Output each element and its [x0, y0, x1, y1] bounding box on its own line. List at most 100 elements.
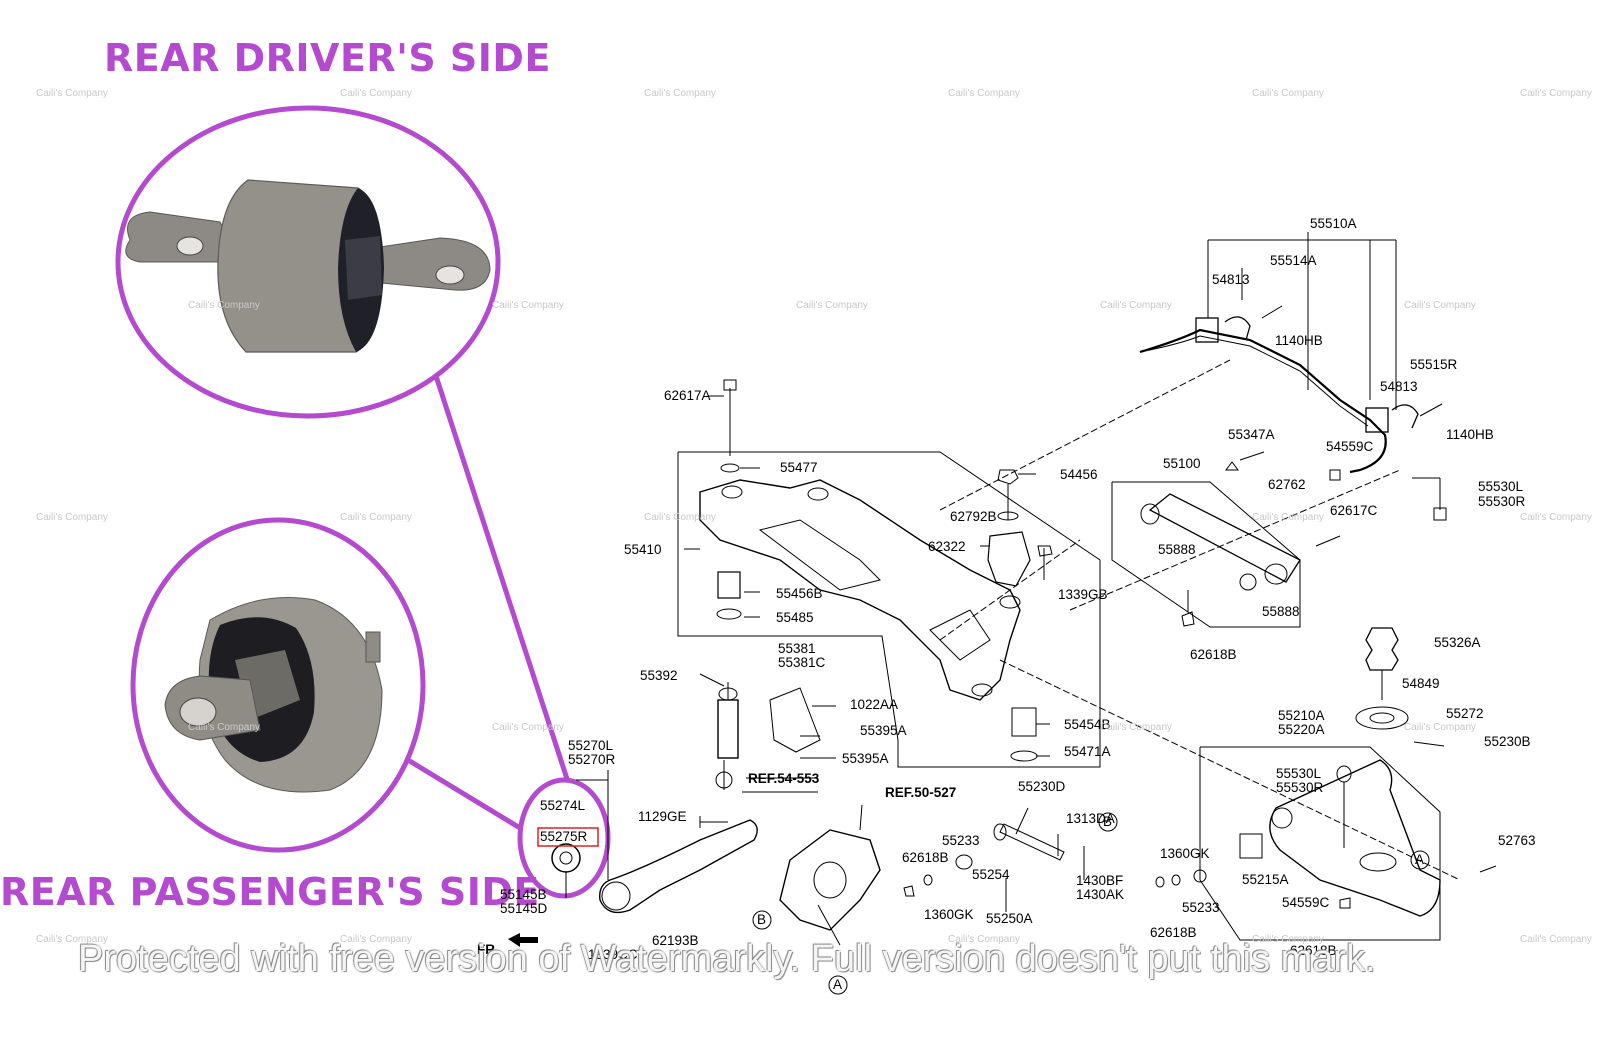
part-label: 55515R — [1410, 357, 1458, 372]
callout-a-1: A — [1415, 852, 1425, 867]
part-label: 62617C — [1330, 503, 1378, 518]
part-label: 62618B — [1290, 943, 1337, 958]
part-label: 1140HB — [1275, 333, 1323, 348]
part-label: 55530L — [1276, 766, 1322, 781]
part-label: 55530R — [1276, 780, 1324, 795]
link-box — [1111, 481, 1301, 628]
part-label: 55254 — [972, 867, 1010, 882]
watermark-text: Caili's Company — [1252, 512, 1324, 523]
part-label: 54456 — [1060, 467, 1098, 482]
watermark-text: Caili's Company — [340, 88, 412, 99]
part-label: 62762 — [1268, 477, 1306, 492]
watermark-text: Caili's Company — [188, 722, 260, 733]
part-label: 55485 — [776, 610, 814, 625]
highlight-box — [537, 827, 599, 847]
watermark-text: Caili's Company — [948, 88, 1020, 99]
part-label: 55326A — [1434, 635, 1481, 650]
part-label: 55888 — [1262, 604, 1300, 619]
passenger-connector-line — [406, 757, 522, 831]
part-label: 55220A — [1278, 722, 1325, 737]
part-label: 55510A — [1310, 216, 1357, 231]
part-label: 55230B — [1484, 734, 1531, 749]
part-label: 55100 — [1163, 456, 1201, 471]
part-label: 55514A — [1270, 253, 1317, 268]
part-label: 55456B — [776, 586, 823, 601]
part-label: 1339GB — [1058, 587, 1108, 602]
driver-bushing-photo — [125, 179, 491, 353]
part-label: 1360GK — [1160, 846, 1210, 861]
part-label: 55233 — [1182, 900, 1220, 915]
passenger-bushing-circle — [130, 517, 426, 853]
part-label: 62618B — [1150, 925, 1197, 940]
part-label: 1360GK — [924, 907, 974, 922]
watermark-text: Caili's Company — [492, 722, 564, 733]
driver-connector-line — [433, 375, 571, 783]
watermark-text: Caili's Company — [188, 300, 260, 311]
part-label: 54559C — [1282, 895, 1330, 910]
part-label: 55270L — [568, 738, 614, 753]
part-label: 1129GE — [638, 809, 687, 824]
watermark-text: Caili's Company — [36, 512, 108, 523]
part-label: 55530L — [1478, 479, 1524, 494]
watermark-text: Caili's Company — [796, 300, 868, 311]
part-label: 1140HB — [1446, 427, 1494, 442]
part-label: 62618B — [1190, 647, 1237, 662]
part-label: 62193B — [652, 933, 699, 948]
part-label: 55145D — [500, 901, 548, 916]
watermark-text: Caili's Company — [36, 934, 108, 945]
driver-side-title: REAR DRIVER'S SIDE — [104, 36, 551, 80]
ref-54-553: REF.54-553 — [748, 771, 820, 786]
part-label: 55381 — [778, 641, 816, 656]
part-label: 54813 — [1212, 272, 1250, 287]
part-label: 62322 — [928, 539, 966, 554]
watermark-text: Caili's Company — [1100, 722, 1172, 733]
watermark-text: Caili's Company — [492, 300, 564, 311]
part-label: 54559C — [1326, 439, 1374, 454]
part-label: 55233 — [942, 833, 980, 848]
callout-b-1: B — [1103, 814, 1113, 829]
part-label: 1313DA — [1066, 811, 1115, 826]
watermark-text: Caili's Company — [1252, 934, 1324, 945]
footer-watermark: Protected with free version of Watermark… — [78, 938, 1376, 980]
part-label: 55395A — [842, 751, 889, 766]
lower-arm-box — [1199, 746, 1441, 941]
watermark-text: Caili's Company — [1404, 300, 1476, 311]
part-label: 55410 — [624, 542, 662, 557]
watermark-text: Caili's Company — [1520, 88, 1592, 99]
watermark-text: Caili's Company — [1100, 300, 1172, 311]
part-label: 62617A — [664, 388, 711, 403]
part-label: 55395A — [860, 723, 907, 738]
part-label: 55347A — [1228, 427, 1275, 442]
part-label: 62618B — [902, 850, 949, 865]
part-label: 52763 — [1498, 833, 1536, 848]
part-label: 62792B — [950, 509, 997, 524]
watermark-text: Caili's Company — [644, 88, 716, 99]
part-label: 55215A — [1242, 872, 1289, 887]
passenger-side-title: REAR PASSENGER'S SIDE — [0, 870, 540, 914]
watermark-text: Caili's Company — [1520, 512, 1592, 523]
part-label: 55272 — [1446, 706, 1484, 721]
part-label: 55530R — [1478, 494, 1526, 509]
part-label: 55381C — [778, 655, 826, 670]
part-label: 55145B — [500, 887, 547, 902]
callout-b-2: B — [757, 912, 767, 927]
front-direction-label: FR. — [477, 942, 499, 957]
passenger-bushing-photo — [164, 597, 383, 793]
part-label: 54813 — [1380, 379, 1418, 394]
watermark-text: Caili's Company — [644, 512, 716, 523]
ref-50-527: REF.50-527 — [885, 785, 957, 800]
part-label: 55471A — [1064, 744, 1111, 759]
watermark-text: Caili's Company — [340, 512, 412, 523]
driver-bushing-circle — [115, 105, 501, 419]
part-label: 55270R — [568, 752, 616, 767]
part-label: 1430AK — [1076, 887, 1125, 902]
part-label: 55454B — [1064, 717, 1111, 732]
watermark-text: Caili's Company — [340, 934, 412, 945]
part-label: 55274L — [540, 798, 586, 813]
part-label: 55888 — [1158, 542, 1196, 557]
watermark-text: Caili's Company — [948, 934, 1020, 945]
crossmember-box — [677, 451, 1101, 768]
part-label: 55230D — [1018, 779, 1066, 794]
part-label: 1430BF — [1076, 873, 1124, 888]
